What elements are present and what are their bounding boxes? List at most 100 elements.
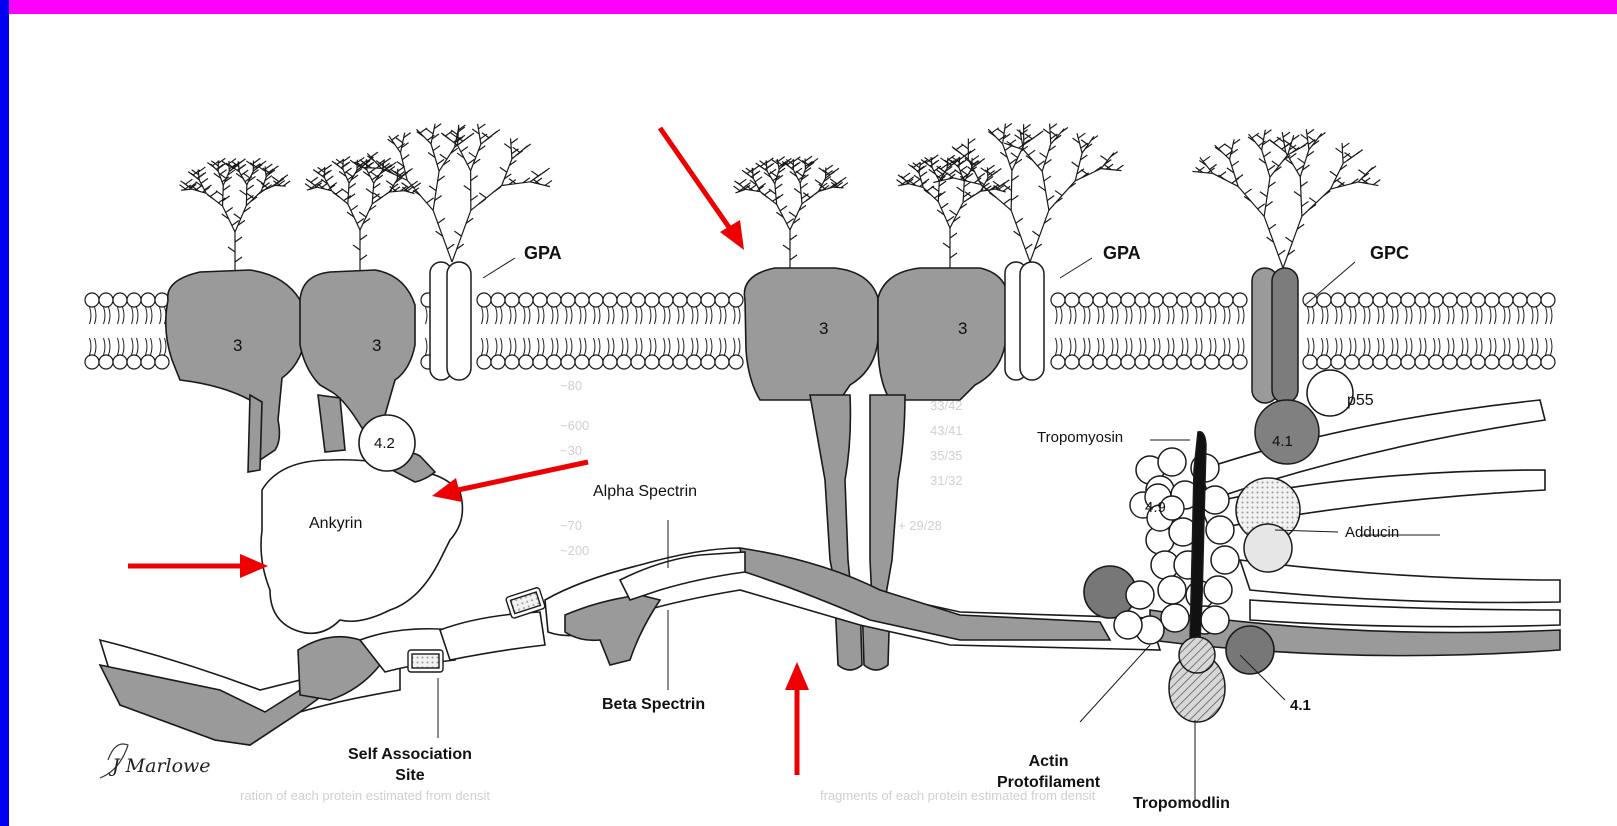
glycan-twig xyxy=(471,176,478,181)
lipid-tail xyxy=(1131,307,1133,324)
glycan-twig xyxy=(967,195,974,200)
glycan-twig xyxy=(272,177,279,182)
lipid-tail xyxy=(1546,307,1548,324)
lipid-head xyxy=(561,293,575,307)
lipid-head xyxy=(1541,293,1555,307)
lipid-head xyxy=(1457,293,1471,307)
lipid-tail xyxy=(571,338,573,355)
lipid-head xyxy=(99,355,113,369)
lipid-tail xyxy=(1187,338,1189,355)
lipid-tail xyxy=(529,338,531,355)
lipid-tail xyxy=(1369,338,1371,355)
svg-text:~70: ~70 xyxy=(560,518,582,533)
lipid-tail xyxy=(1182,307,1184,324)
glycan-twig xyxy=(346,172,353,177)
band-4-2-label: 4.2 xyxy=(374,436,395,451)
lipid-head xyxy=(1387,293,1401,307)
glycan-twig xyxy=(1055,191,1062,196)
lipid-tail xyxy=(1075,307,1077,324)
lipid-head xyxy=(1135,293,1149,307)
lipid-tail xyxy=(95,338,97,355)
lipid-head xyxy=(1065,355,1079,369)
glycan-twig xyxy=(839,177,846,182)
glycan-twig xyxy=(950,253,957,258)
actin-monomer xyxy=(1201,606,1229,634)
lipid-head xyxy=(715,355,729,369)
glycan-branch xyxy=(502,159,512,186)
glycan-twig xyxy=(981,168,988,173)
glycan-twig xyxy=(447,244,454,249)
lipid-tail xyxy=(1196,307,1198,324)
lipid-head xyxy=(1527,293,1541,307)
glycan-twig xyxy=(1078,133,1085,138)
glycan-twig xyxy=(471,195,478,200)
band3-label-c: 3 xyxy=(819,320,828,337)
glycan-twig xyxy=(336,159,343,164)
glycan-twig xyxy=(1081,170,1088,175)
lipid-tail xyxy=(594,338,596,355)
lipid-tail xyxy=(1112,307,1114,324)
glycan-twig xyxy=(826,165,833,170)
lipid-head xyxy=(1443,293,1457,307)
glycan-twig xyxy=(1264,152,1271,157)
lipid-tail xyxy=(1196,338,1198,355)
lipid-tail xyxy=(1434,307,1436,324)
lipid-tail xyxy=(1084,338,1086,355)
glycan-twig xyxy=(234,214,241,219)
arrow-left xyxy=(128,554,268,578)
lipid-tail xyxy=(734,307,736,324)
lipid-head xyxy=(631,355,645,369)
glycan-twig xyxy=(389,162,396,167)
glycan-twig xyxy=(1257,135,1264,140)
lipid-tail xyxy=(1383,338,1385,355)
lipid-tail xyxy=(104,307,106,324)
glycan-twig xyxy=(776,194,783,199)
lipid-head xyxy=(491,293,505,307)
lipid-tail xyxy=(669,338,671,355)
lipid-tail xyxy=(1439,307,1441,324)
lipid-tail xyxy=(1201,307,1203,324)
lipid-tail xyxy=(524,338,526,355)
lipid-tail xyxy=(1341,338,1343,355)
lipid-tail xyxy=(678,338,680,355)
glycan-twig xyxy=(543,168,550,173)
lipid-head xyxy=(155,355,169,369)
lipid-tail xyxy=(585,338,587,355)
lipid-tail xyxy=(543,338,545,355)
lipid-tail xyxy=(1056,338,1058,355)
lipid-head xyxy=(1079,293,1093,307)
glycan-twig xyxy=(325,170,332,175)
glycan-twig xyxy=(281,175,288,180)
glycan-twig xyxy=(353,245,360,250)
lipid-tail xyxy=(1140,338,1142,355)
glycan-twig xyxy=(1032,231,1039,236)
lipid-tail xyxy=(1495,307,1497,324)
lipid-tail xyxy=(1201,338,1203,355)
glycan-twig xyxy=(479,193,486,198)
lipid-tail xyxy=(1089,338,1091,355)
lipid-tail xyxy=(1145,338,1147,355)
lipid-tail xyxy=(1518,338,1520,355)
lipid-tail xyxy=(1350,307,1352,324)
lipid-head xyxy=(1149,355,1163,369)
glycan-twig xyxy=(283,181,290,186)
lipid-tail xyxy=(1364,307,1366,324)
band-4-9-label: 4.9 xyxy=(1145,500,1166,515)
glycan-twig xyxy=(259,161,266,166)
glycan-twig xyxy=(1272,161,1279,166)
lipid-tail xyxy=(90,307,92,324)
lipid-head xyxy=(645,355,659,369)
lipid-tail xyxy=(1462,307,1464,324)
glycan-twig xyxy=(1358,170,1365,175)
glycan-twig xyxy=(1040,153,1047,158)
lipid-tail xyxy=(151,307,153,324)
actin-monomer xyxy=(1211,546,1239,574)
lipid-tail xyxy=(1182,338,1184,355)
glycan-twig xyxy=(903,173,910,178)
lipid-head xyxy=(1233,293,1247,307)
lipid-tail xyxy=(1238,338,1240,355)
glycan-twig xyxy=(1044,176,1051,181)
gpa-left-label: GPA xyxy=(524,244,562,262)
lipid-tail xyxy=(482,307,484,324)
lipid-tail xyxy=(132,338,134,355)
